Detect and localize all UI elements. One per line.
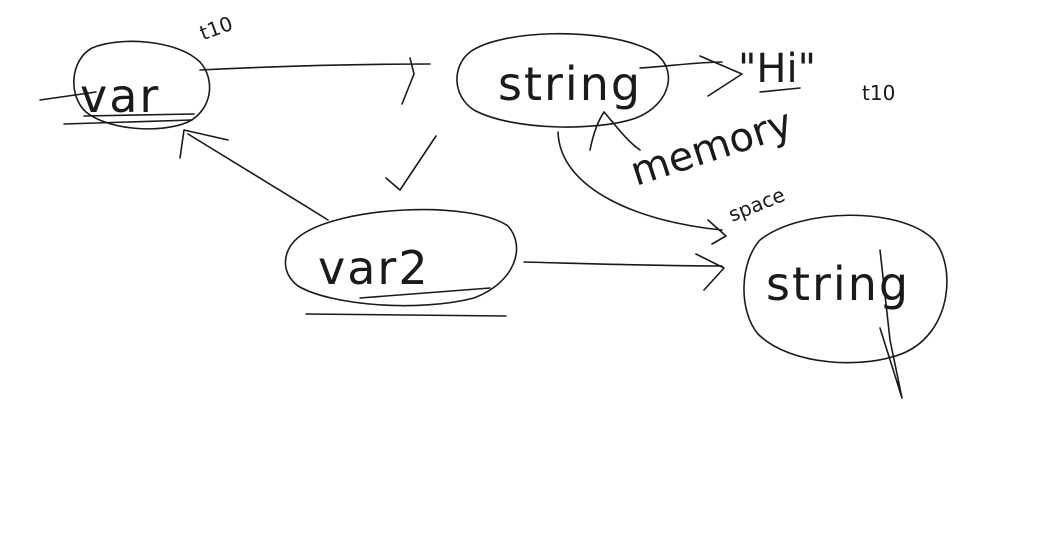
- check-mark: [385, 135, 437, 191]
- space-label: space: [725, 182, 788, 226]
- node-str1: string: [456, 32, 670, 128]
- literal-hi: "Hi" t10: [738, 46, 895, 105]
- literal-hi-value: "Hi": [738, 46, 816, 92]
- arrow-var2-to-str2: [523, 253, 725, 291]
- node-var2-outline: [284, 208, 518, 307]
- memory-pointer-stroke: [589, 111, 641, 151]
- arrow-var2-to-var1: [179, 129, 329, 221]
- arrow-str1-to-literal: [639, 55, 743, 97]
- node-str2-tail: [879, 249, 903, 399]
- literal-hi-underline: [759, 87, 801, 93]
- memory-space-note: memory space: [589, 100, 798, 227]
- literal-note: t10: [862, 81, 895, 105]
- node-var1-label: var: [80, 69, 160, 123]
- node-str1-label: string: [498, 57, 642, 111]
- node-str2-outline: [743, 214, 948, 364]
- arrow-str1-to-str2: [557, 131, 727, 245]
- node-var1-incoming-stroke: [39, 91, 97, 101]
- arrow-var1-to-str1: [199, 57, 431, 105]
- memory-label: memory: [625, 100, 798, 195]
- node-var1-outline: [73, 40, 211, 130]
- node-var2-underline: [305, 287, 507, 317]
- node-str2: string: [743, 214, 948, 399]
- node-var2-label: var2: [318, 241, 430, 295]
- node-var1-underline: [63, 113, 195, 125]
- node-str2-label: string: [766, 257, 910, 311]
- node-str1-outline: [456, 32, 670, 128]
- node-var2: var2: [284, 208, 518, 317]
- node-var1-note: t10: [196, 11, 235, 45]
